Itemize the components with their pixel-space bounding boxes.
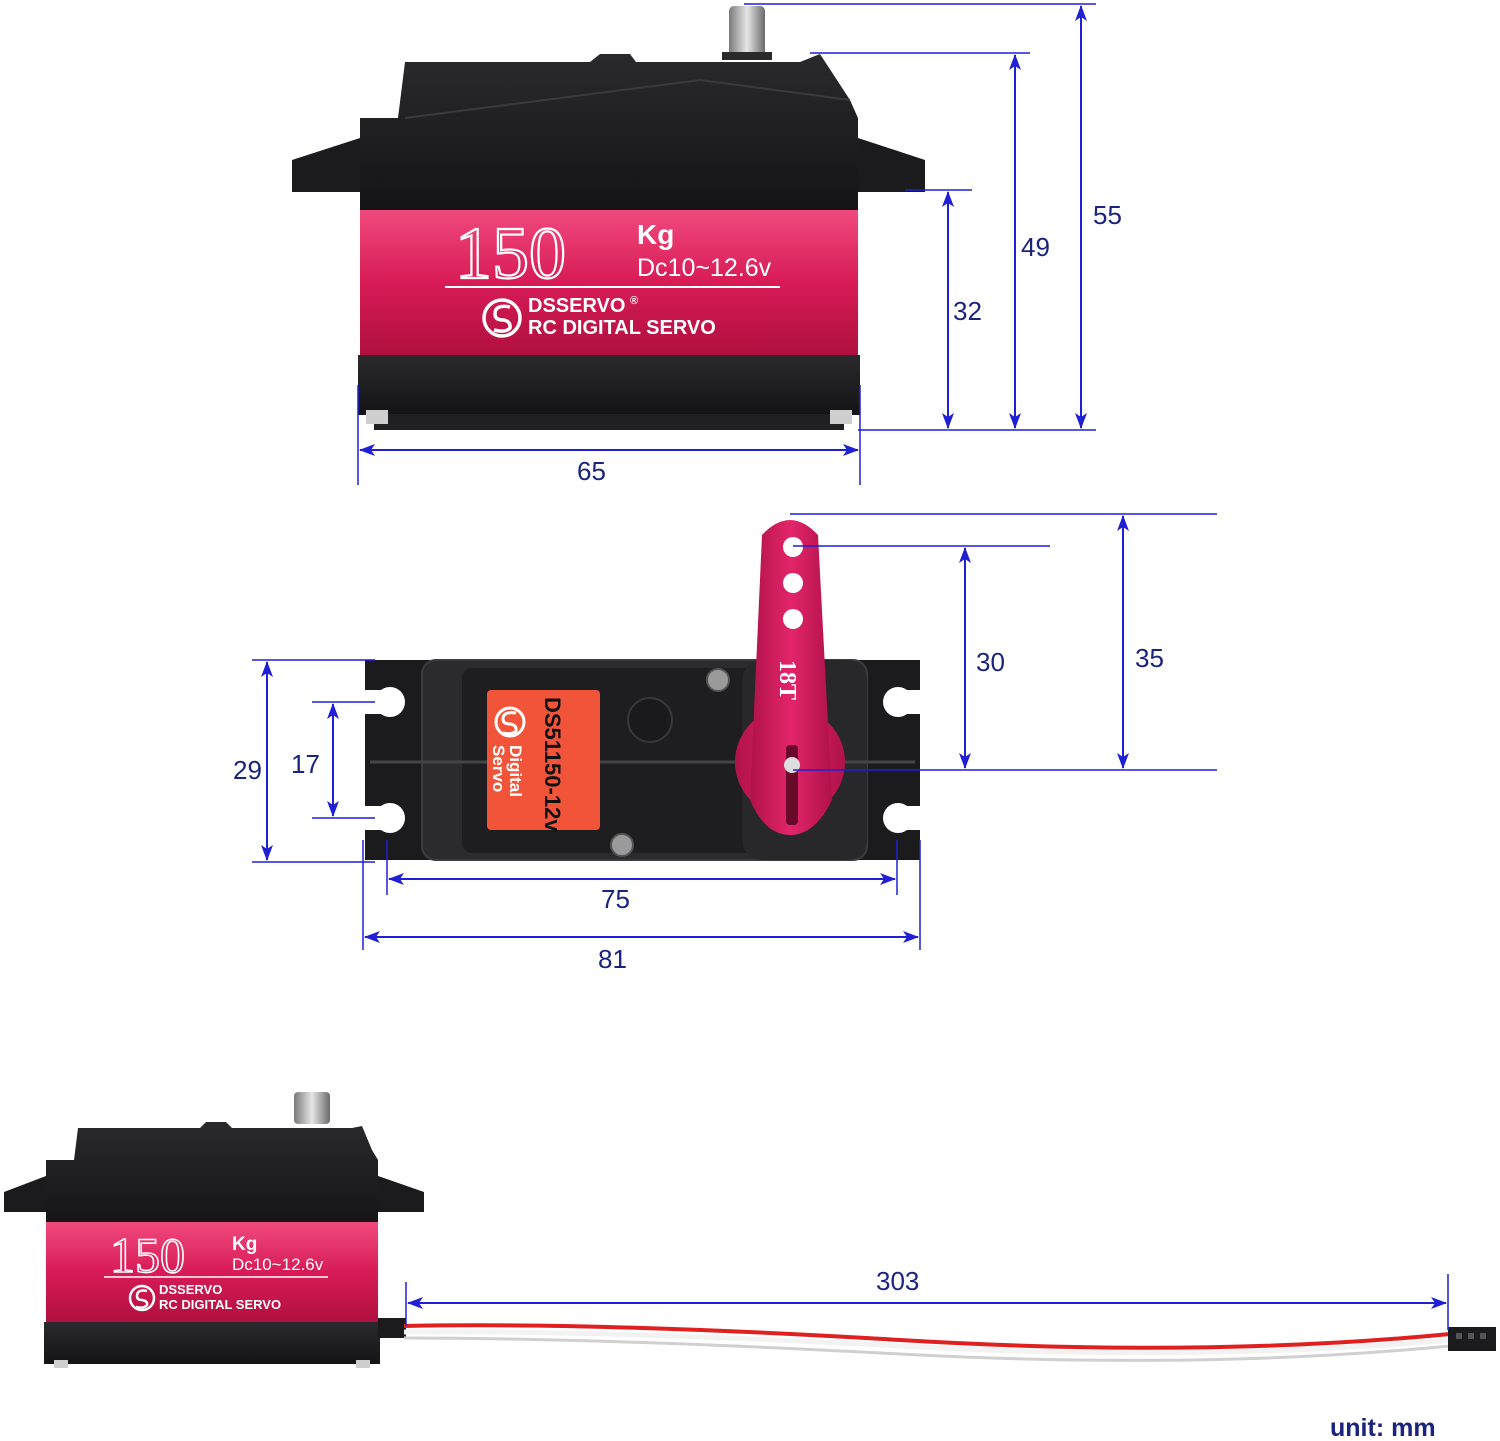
servo-subtitle: RC DIGITAL SERVO	[528, 317, 716, 339]
dim-label-75: 75	[601, 884, 630, 914]
digital-servo-logo-icon	[494, 706, 526, 738]
servo-horn-arm: 18T	[735, 520, 845, 835]
servo-subtitle-small: RC DIGITAL SERVO	[159, 1297, 281, 1312]
dim-label-17: 17	[291, 749, 320, 779]
output-spline-icon	[729, 6, 765, 58]
top-view-servo: DS51150-12v Digital Servo 18T	[365, 520, 920, 861]
dsservo-logo-icon-small	[128, 1284, 156, 1312]
model-number: DS51150-12v	[540, 697, 565, 832]
servo-label-band	[360, 210, 858, 355]
servo-bottom-housing	[358, 355, 860, 415]
horn-spline-count: 18T	[774, 660, 800, 700]
front-view-dimensions: 55 49 32 65	[357, 3, 1122, 486]
torque-unit: Kg	[637, 219, 674, 250]
torque-number: 150	[455, 213, 566, 295]
mounting-flange-left	[292, 138, 360, 192]
top-view-dimensions: 35 30 29 17 75 81	[233, 513, 1217, 974]
servo-label-band-small	[46, 1222, 378, 1322]
side-view-servo-with-cable: 150 Kg Dc10~12.6v DSSERVO RC DIGITAL SER…	[4, 1092, 1496, 1368]
dim-label-32: 32	[953, 296, 982, 326]
voltage-rating: Dc10~12.6v	[637, 254, 772, 282]
dim-label-30: 30	[976, 647, 1005, 677]
servo-top-housing	[360, 54, 858, 210]
brand-name-small: DSSERVO	[159, 1282, 222, 1297]
dim-label-65: 65	[577, 456, 606, 486]
dim-label-81: 81	[598, 944, 627, 974]
unit-label: unit: mm	[1330, 1414, 1436, 1441]
label-line-digital: Digital	[506, 745, 525, 797]
front-view-servo: 150 Kg Dc10~12.6v DSSERVO ® RC DIGITAL S…	[292, 6, 925, 430]
dim-label-55: 55	[1093, 200, 1122, 230]
dim-label-303: 303	[876, 1266, 919, 1296]
dim-label-35: 35	[1135, 643, 1164, 673]
dsservo-logo-icon	[482, 298, 522, 338]
label-line-servo: Servo	[489, 745, 508, 792]
dim-label-49: 49	[1021, 232, 1050, 262]
torque-unit-small: Kg	[232, 1234, 257, 1255]
servo-cable	[378, 1318, 1496, 1362]
registered-mark: ®	[630, 295, 638, 307]
torque-number-small: 150	[110, 1227, 185, 1283]
output-spline-icon-small	[294, 1092, 330, 1124]
mounting-flange-right	[858, 138, 925, 192]
voltage-rating-small: Dc10~12.6v	[232, 1255, 324, 1274]
cable-dimensions: 303	[405, 1266, 1449, 1330]
brand-name: DSSERVO	[528, 295, 625, 317]
dim-label-29: 29	[233, 755, 262, 785]
